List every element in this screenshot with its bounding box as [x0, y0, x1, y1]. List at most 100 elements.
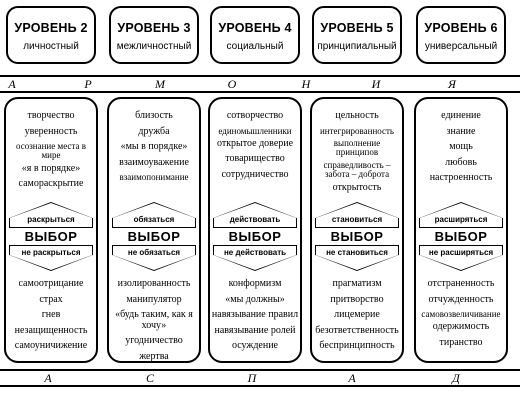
negative-item: безответственность	[315, 324, 399, 336]
negative-item: конформизм	[228, 278, 282, 289]
positive-item: сотворчество	[226, 110, 284, 121]
positive-item: товарищество	[225, 153, 285, 165]
choice-label: ВЫБОР	[330, 229, 384, 244]
positive-item: «я в порядке»	[21, 162, 81, 174]
positive-list: цельность интегрированность выполнение п…	[312, 110, 402, 198]
negative-list: изолированность манипулятор «будь таким,…	[109, 278, 199, 367]
top-letter: О	[227, 77, 237, 91]
bottom-band-upper-rule	[0, 369, 520, 371]
level-type: социальный	[226, 41, 284, 52]
positive-item: любовь	[445, 156, 477, 168]
down-arrow-label: не становиться	[326, 248, 388, 257]
negative-item: навязывание правил	[211, 309, 299, 320]
positive-item: творчество	[27, 110, 75, 121]
bottom-letter: А	[348, 371, 356, 385]
negative-item: осуждение	[231, 340, 278, 351]
positive-item: единение	[441, 110, 481, 121]
level-6-column: единение знание мощь любовь настроенност…	[414, 97, 508, 363]
down-arrow-label: не расширяться	[428, 248, 494, 257]
positive-item: близость	[135, 110, 173, 121]
negative-item: прагматизм	[332, 278, 382, 289]
level-title: УРОВЕНЬ 3	[117, 21, 191, 35]
negative-list: отстраненность отчужденность самовозвели…	[416, 278, 506, 353]
level-type: универсальный	[424, 41, 498, 52]
choice-label: ВЫБОР	[434, 229, 488, 244]
positive-item: уверенность	[24, 125, 78, 137]
negative-item: самовозвеличивание	[421, 309, 501, 319]
negative-item: самоотрицание	[18, 278, 84, 289]
negative-item: одержимость	[432, 321, 490, 333]
up-arrow-label: обязаться	[133, 215, 175, 224]
negative-item: страх	[39, 293, 63, 305]
up-arrow-label: расширяться	[434, 215, 488, 224]
choice-label: ВЫБОР	[228, 229, 282, 244]
positive-item: настроенность	[429, 172, 493, 183]
level-title: УРОВЕНЬ 2	[14, 21, 88, 35]
top-letter: И	[371, 77, 381, 91]
top-letter: Я	[448, 77, 456, 91]
level-5-column: цельность интегрированность выполнение п…	[310, 97, 404, 363]
positive-item: справедливость – забота – доброта	[323, 159, 391, 180]
up-arrow-label: раскрыться	[27, 215, 75, 224]
negative-item: изолированность	[117, 278, 191, 289]
negative-item: «мы должны»	[225, 293, 285, 305]
positive-item: взаимопонимание	[119, 172, 189, 182]
positive-list: творчество уверенность осознание места в…	[6, 110, 96, 195]
negative-item: тиранство	[439, 336, 483, 348]
negative-item: угодничество	[125, 335, 183, 346]
level-3-header: УРОВЕНЬ 3 межличностный	[109, 6, 199, 64]
positive-item: сотрудничество	[221, 168, 289, 180]
negative-item: отчужденность	[428, 293, 494, 305]
level-3-column: близость дружба «мы в порядке» взаимоува…	[107, 97, 201, 363]
positive-list: сотворчество единомышленники открытое до…	[210, 110, 300, 185]
up-arrow-label: становиться	[331, 215, 383, 224]
choice-label: ВЫБОР	[127, 229, 181, 244]
negative-list: прагматизм притворство лицемерие безотве…	[312, 278, 402, 357]
level-type: личностный	[23, 41, 79, 52]
positive-item: мощь	[449, 141, 473, 152]
negative-item: беспринципность	[319, 340, 395, 351]
down-arrow-label: не обязаться	[127, 248, 181, 257]
negative-item: навязывание ролей	[214, 324, 296, 336]
level-2-column: творчество уверенность осознание места в…	[4, 97, 98, 363]
bottom-letter: П	[247, 371, 257, 385]
level-6-header: УРОВЕНЬ 6 универсальный	[416, 6, 506, 64]
top-band-upper-rule	[0, 75, 520, 77]
positive-item: «мы в порядке»	[120, 141, 188, 152]
bottom-letter: Д	[452, 371, 460, 385]
positive-item: осознание места в мире	[16, 141, 86, 161]
level-4-column: сотворчество единомышленники открытое до…	[208, 97, 302, 363]
level-4-header: УРОВЕНЬ 4 социальный	[210, 6, 300, 64]
positive-item: цельность	[335, 110, 379, 121]
level-title: УРОВЕНЬ 6	[424, 21, 498, 35]
negative-item: жертва	[139, 350, 169, 362]
positive-item: открытое доверие	[216, 137, 294, 149]
negative-item: самоуничижение	[14, 340, 88, 351]
negative-item: незащищенность	[14, 324, 88, 336]
level-2-header: УРОВЕНЬ 2 личностный	[6, 6, 96, 64]
negative-list: конформизм «мы должны» навязывание прави…	[210, 278, 300, 357]
negative-item: притворство	[330, 293, 384, 305]
level-5-header: УРОВЕНЬ 5 принципиальный	[312, 6, 402, 64]
positive-list: единение знание мощь любовь настроенност…	[416, 110, 506, 189]
top-letter: Р	[84, 77, 92, 91]
positive-list: близость дружба «мы в порядке» взаимоува…	[109, 110, 199, 185]
top-letter: М	[155, 77, 165, 91]
positive-item: взаимоуважение	[119, 156, 189, 168]
top-letter: А	[8, 77, 16, 91]
top-letter: Н	[301, 77, 311, 91]
choice-label: ВЫБОР	[24, 229, 78, 244]
bottom-letter: А	[44, 371, 52, 385]
positive-item: единомышленники	[218, 125, 292, 136]
negative-list: самоотрицание страх гнев незащищенность …	[6, 278, 96, 357]
positive-item: знание	[446, 125, 476, 137]
negative-item: лицемерие	[334, 309, 380, 320]
level-title: УРОВЕНЬ 5	[320, 21, 394, 35]
level-title: УРОВЕНЬ 4	[218, 21, 292, 35]
top-band-lower-rule	[0, 91, 520, 93]
negative-item: манипулятор	[126, 293, 182, 305]
bottom-letter: С	[145, 371, 154, 385]
positive-item: интегрированность	[319, 125, 395, 136]
level-type: межличностный	[116, 41, 192, 52]
level-type: принципиальный	[317, 41, 397, 52]
